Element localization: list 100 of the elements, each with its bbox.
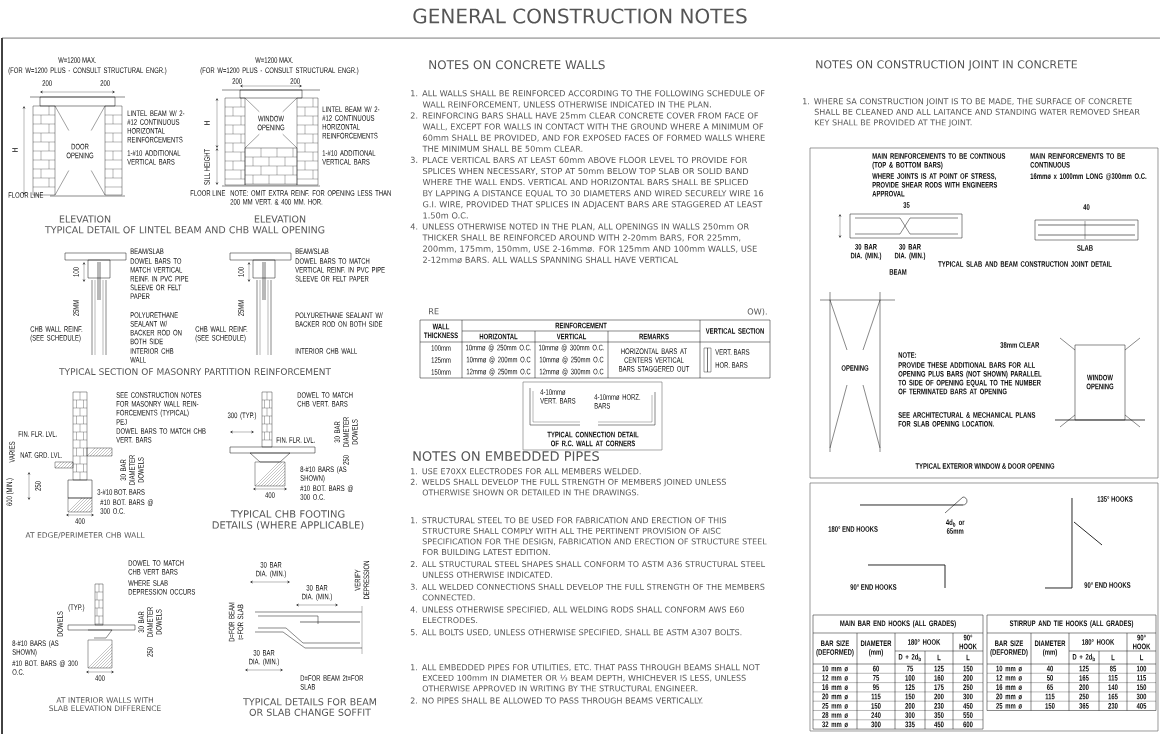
annotation-text: 400 — [265, 492, 275, 498]
note-text: OW). — [747, 308, 767, 316]
table-text: 32 mm ø — [822, 721, 848, 728]
annotation-text: 250 — [147, 647, 153, 657]
annotation-text: VARIES — [9, 441, 15, 463]
annotation-text: MAIN REINFORCEMENTS TO BE CONTINUOUS — [1030, 153, 1125, 168]
table-text: 405 — [1136, 703, 1147, 709]
annotation-text: 30 BAR DIAMETER DOWELS — [120, 455, 144, 485]
note-text: 1. WHERE SA CONSTRUCTION JOINT IS TO BE MADE, THE SURFACE OF CONCRETE SHALL BE CLEANED AND ALL LAITANCE AND STANDING WATER REMOVED SHEAR KEY SHALL BE PROVIDED AT THE JOINT. — [803, 98, 1140, 127]
table-text: 12mmø @ 250mm O.C — [466, 368, 531, 376]
table-text: 75 — [872, 675, 880, 681]
table-text: 50 — [1046, 675, 1054, 681]
table-text: 10mmø @ 200mm O.C — [466, 356, 531, 364]
annotation-text: WHERE SLAB DEPRESSION OCCURS — [128, 580, 196, 595]
table-text: 240 — [871, 712, 881, 718]
table-text: 25 mm ø — [996, 703, 1022, 709]
annotation-text: 200 — [232, 78, 242, 84]
table-text: 10mmø @ 300mm O.C. — [538, 344, 604, 352]
annotation-text: (TYP.) — [68, 604, 85, 612]
table-text: 300 — [963, 693, 973, 700]
note-text: 2. ALL STRUCTURAL STEEL SHAPES SHALL CONFORM TO ASTM A36 STRUCTURAL STEEL UNLESS OTHERWISE INDICATED. — [410, 561, 766, 578]
table-text: 365 — [1079, 703, 1089, 709]
annotation-text: 4d$_{b}$ or 65mm — [945, 519, 965, 534]
table-text: 100mm — [431, 345, 451, 351]
view-label: SLAB — [1077, 245, 1093, 251]
annotation-text: 30 BAR DIAMETER DOWELS — [138, 607, 162, 637]
table-text: 165 — [1079, 675, 1089, 681]
table-text: 200 — [1079, 684, 1089, 691]
annotation-text: DOWEL BARS TO MATCH VERTICAL REINF. IN PVC PIPE SLEEVE OR FELT PAPER — [295, 258, 385, 282]
view-label: ELEVATION — [254, 215, 306, 223]
detail-title: TYPICAL SLAB AND BEAM CONSTRUCTION JOINT DETAIL — [938, 261, 1112, 267]
annotation-text: FLOOR LINE — [190, 190, 226, 196]
table-text: REINFORCEMENT — [555, 322, 607, 329]
annotation-text: 30 BAR DIA. (MIN.) — [302, 585, 332, 601]
table-text: 90° HOOK — [1133, 634, 1151, 650]
table-text: 550 — [963, 712, 973, 718]
annotation-text: 30 BAR DIA. (MIN.) — [850, 244, 882, 260]
table-text: MAIN BAR END HOOKS (ALL GRADES) — [840, 620, 956, 628]
section-heading: NOTES ON CONSTRUCTION JOINT IN CONCRETE — [816, 60, 1077, 71]
table-text: 300 — [871, 721, 881, 728]
note-text: 3. ALL WELDED CONNECTIONS SHALL DEVELOP THE FULL STRENGTH OF THE MEMBERS CONNECTED. — [410, 583, 765, 601]
annotation-text: WHERE JOINTS IS AT POINT OF STRESS, PROVIDE SHEAR RODS WITH ENGINEERS APPROVAL — [872, 173, 998, 197]
detail-title: TYPICAL DETAILS FOR BEAM OR SLAB CHANGE SOFFIT — [243, 698, 376, 716]
annotation-text: LINTEL BEAM W/ 2-#12 CONTINUOUS HORIZONTAL REINFORCEMENTS — [127, 110, 185, 143]
annotation-text: NAT. GRD. LVL. — [20, 452, 62, 458]
table-text: 140 — [1108, 684, 1118, 691]
annotation-text: VERIFY DEPRESSION — [354, 561, 370, 599]
table-text: VERT. BARS — [715, 349, 750, 355]
annotation-text: 400 — [95, 675, 105, 681]
note-text: 2. WELDS SHALL DEVELOP THE FULL STRENGTH OF MEMBERS JOINED UNLESS OTHERWISE SHOWN OR DETAILED IN THE DRAWINGS. — [410, 478, 726, 496]
table-text: 28 mm ø — [822, 712, 848, 718]
table-text: 115 — [1045, 693, 1055, 700]
table-text: 95 — [872, 684, 880, 691]
annotation-text: DOWELS — [57, 611, 63, 637]
note-text: 2. NO PIPES SHALL BE ALLOWED TO PASS THROUGH BEAMS VERTICALLY. — [410, 697, 703, 704]
table-text: 230 — [934, 703, 944, 709]
annotation-text: PROVIDE THESE ADDITIONAL BARS FOR ALL OPENING PLUS BARS (NOT SHOWN) PARALLEL TO SIDE OF OPENING EQUAL TO THE NUMBER OF TERMINATED BARS AT OPENING — [898, 362, 1042, 395]
table-text: HORIZONTAL BARS AT CENTERS VERTICAL BARS STAGGERED OUT — [619, 348, 690, 372]
table-text: 350 — [934, 712, 944, 718]
table-text: 200 — [934, 693, 944, 700]
table-text: DIAMETER (mm) — [1034, 640, 1066, 657]
note-text: 5. ALL BOLTS USED, UNLESS OTHERWISE SPECIFIED, SHALL BE ASTM A307 BOLTS. — [410, 629, 742, 637]
annotation-text: 8-#10 BARS (AS SHOWN) — [300, 466, 347, 483]
table-text: L — [1111, 654, 1115, 661]
table-text: BAR SIZE (DEFORMED) — [990, 640, 1028, 657]
table-text: 165 — [1108, 693, 1118, 700]
table-text: D + 2d$_{b}$ — [898, 653, 921, 662]
note-text: 1. ALL EMBEDDED PIPES FOR UTILITIES, ETC. THAT PASS THROUGH BEAMS SHALL NOT EXCEED 100mm IN DIAMETER OR ⅓ BEAM DEPTH, WHICHEVER IS LESS, UNLESS OTHERWISE APPROVED IN WRITING BY THE STRUCTURAL ENGINEER. — [411, 664, 760, 692]
note-text: 1. STRUCTURAL STEEL TO BE USED FOR FABRICATION AND ERECTION OF THIS STRUCTURE SHALL COMPLY WITH ALL THE PERTINENT PROVISION OF AISC SPECIFICATION FOR THE DESIGN, FABRICATION AND ERECTION OF STRUCTURE STEEL FOR BUILDING LATEST EDITION. — [411, 517, 767, 556]
detail-title: TYPICAL SECTION OF MASONRY PARTITION REINFORCEMENT — [59, 368, 331, 375]
table-text: 150mm — [431, 369, 451, 375]
annotation-text: 300 (TYP.) — [227, 412, 257, 420]
table-text: 150 — [1045, 703, 1055, 709]
table-text: REMARKS — [639, 333, 669, 340]
annotation-text: 40 — [1083, 204, 1090, 210]
annotation-text: CHB WALL REINF. (SEE SCHEDULE) — [195, 326, 248, 343]
note-text: 4. UNLESS OTHERWISE SPECIFIED, ALL WELDING RODS SHALL CONFORM AWS E60 ELECTRODES. — [410, 606, 744, 624]
annotation-text: FIN. FLR. LVL. — [276, 437, 315, 443]
annotation-text: DOWEL TO MATCH CHB VERT BARS — [128, 560, 184, 575]
annotation-text: #10 BOT. BARS @ 300 O.C. — [300, 485, 353, 500]
annotation-text: (FOR W=1200 PLUS - CONSULT STRUCTURAL ENGR.) — [200, 67, 359, 75]
annotation-text: 35 — [903, 202, 910, 208]
table-text: 25 mm ø — [822, 703, 848, 709]
annotation-text: 4-10mmø VERT. BARS — [540, 389, 576, 404]
annotation-text: 250 — [35, 481, 41, 491]
table-text: 230 — [1108, 703, 1118, 709]
annotation-text: 38mm CLEAR — [1000, 342, 1040, 348]
table-text: 150 — [905, 693, 915, 700]
annotation-text: NOTE: — [898, 352, 917, 358]
table-text: 150 — [871, 703, 881, 709]
table-text: 250 — [1079, 693, 1089, 700]
annotation-text: LINTEL BEAM W/ 2-#12 CONTINUOUS HORIZONTAL REINFORCEMENTS — [322, 106, 380, 139]
annotation-text: FLOOR LINE — [8, 192, 44, 198]
annotation-text: DOWEL TO MATCH CHB VERT. BARS — [297, 392, 353, 407]
annotation-text: 200 — [290, 78, 300, 84]
table-text: 115 — [871, 693, 881, 700]
table-text: 115 — [1137, 675, 1147, 681]
table-text: VERTICAL SECTION — [705, 328, 764, 334]
annotation-text: 400 — [75, 518, 85, 524]
annotation-text: H — [12, 148, 18, 152]
